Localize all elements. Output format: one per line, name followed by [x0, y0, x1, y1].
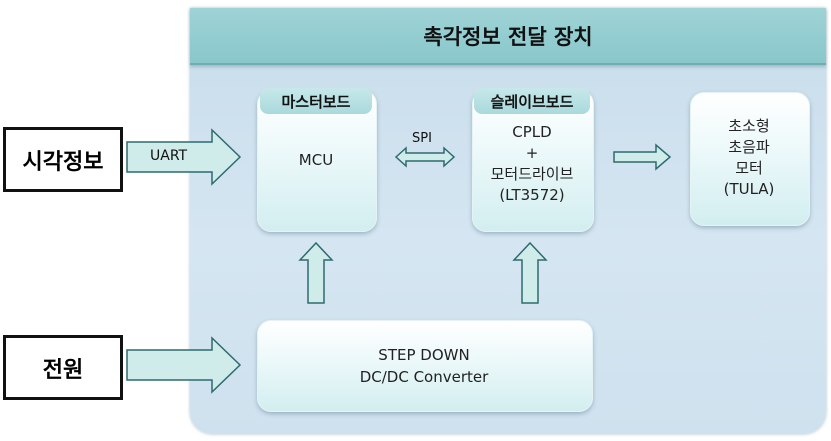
mcu-text: MCU — [298, 151, 334, 169]
panel-title: 촉각정보 전달 장치 — [190, 8, 826, 65]
cpld-text: CPLD — [512, 123, 552, 141]
lt3572-text: (LT3572) — [499, 186, 565, 204]
vision-info-label: 시각정보 — [22, 149, 104, 175]
converter-text: STEP DOWN DC/DC Converter — [257, 344, 591, 388]
master-board-label: 마스터보드 — [260, 88, 372, 114]
up-arrow-slave — [512, 241, 548, 304]
converter-line-2: DC/DC Converter — [359, 368, 489, 386]
motor-drive-text: 모터드라이브 — [490, 165, 574, 183]
spi-double-arrow — [394, 146, 456, 168]
motor-box — [690, 92, 810, 226]
converter-box — [257, 320, 593, 412]
uart-arrow — [126, 128, 242, 186]
motor-line-3: 모터 — [735, 159, 763, 177]
spi-label: SPI — [412, 131, 432, 146]
motor-text: 초소형 초음파 모터 (TULA) — [690, 116, 808, 200]
converter-line-1: STEP DOWN — [378, 346, 470, 364]
up-arrow-master — [298, 241, 334, 304]
slave-board-text: CPLD + 모터드라이브 (LT3572) — [472, 122, 592, 206]
slave-to-motor-arrow — [613, 143, 672, 171]
motor-line-4: (TULA) — [723, 180, 775, 198]
motor-line-2: 초음파 — [728, 138, 770, 156]
plus-text: + — [525, 144, 539, 162]
vision-info-box: 시각정보 — [3, 127, 123, 192]
power-box: 전원 — [3, 335, 123, 400]
uart-label: UART — [150, 148, 188, 164]
power-label: 전원 — [42, 357, 84, 383]
motor-line-1: 초소형 — [728, 117, 770, 135]
power-arrow — [126, 336, 242, 394]
slave-board-label: 슬레이브보드 — [474, 88, 590, 114]
